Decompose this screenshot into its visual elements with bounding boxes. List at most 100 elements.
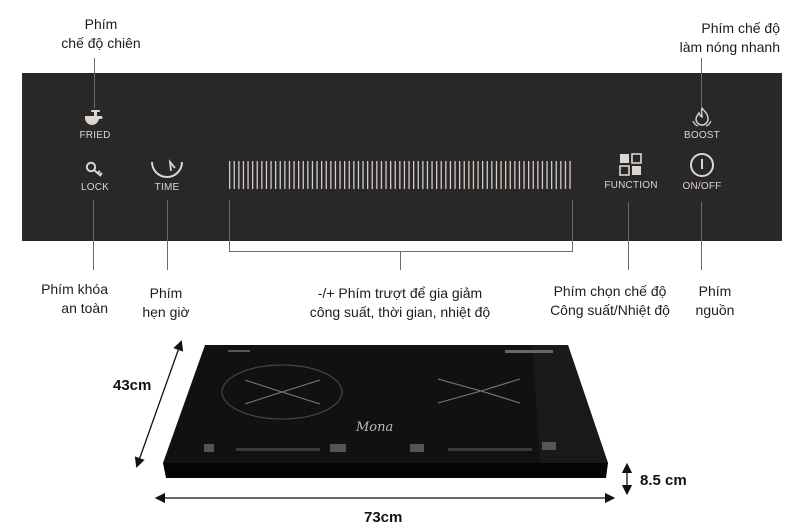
slider-tick xyxy=(495,161,498,189)
slider-tick xyxy=(270,161,272,189)
slider-tick xyxy=(514,161,516,189)
slider-tick xyxy=(509,161,511,189)
slider-bracket-right xyxy=(572,200,573,252)
boost-button[interactable]: BOOST xyxy=(677,107,727,141)
slider-tick xyxy=(445,161,447,189)
callout-slider-line1: -/+ Phím trượt để gia giảm xyxy=(317,285,483,301)
fried-button[interactable]: FRIED xyxy=(70,109,120,141)
slider-tick xyxy=(265,161,268,189)
slider-tick xyxy=(491,161,493,189)
power-icon xyxy=(690,153,714,177)
slider-tick xyxy=(316,161,318,189)
leader-boost xyxy=(701,58,702,108)
slider-tick xyxy=(288,161,291,189)
slider-tick xyxy=(385,161,387,189)
slider-tick xyxy=(560,161,562,189)
slider-tick xyxy=(293,161,295,189)
slider-tick xyxy=(334,161,337,189)
slider-tick xyxy=(275,161,277,189)
slider-tick xyxy=(459,161,461,189)
slider-tick xyxy=(431,161,433,189)
slider-tick xyxy=(551,161,553,189)
callout-lock-line2: an toàn xyxy=(61,300,108,316)
flame-icon xyxy=(692,107,712,127)
leader-slider xyxy=(400,252,401,270)
callout-slider: -/+ Phím trượt để gia giảm công suất, th… xyxy=(265,284,535,322)
slider-tick xyxy=(440,161,442,189)
callout-lock-line1: Phím khóa xyxy=(41,281,108,297)
cooktop-glass xyxy=(163,345,608,478)
slider-tick xyxy=(528,161,530,189)
slider-tick xyxy=(339,161,341,189)
slider-tick xyxy=(353,161,355,189)
leader-fried xyxy=(94,58,95,108)
callout-function-line1: Phím chọn chế độ xyxy=(553,283,667,299)
slider-tick xyxy=(454,161,456,189)
slider-tick xyxy=(500,161,502,189)
frying-pan-icon xyxy=(85,110,103,125)
power-slider[interactable] xyxy=(228,161,574,189)
slider-tick xyxy=(426,161,429,189)
slider-tick xyxy=(523,161,525,189)
boost-label: BOOST xyxy=(683,130,720,141)
leader-power xyxy=(701,202,702,270)
timer-icon xyxy=(151,159,183,178)
time-button[interactable]: TIME xyxy=(142,159,192,193)
slider-tick xyxy=(367,161,369,189)
slider-tick xyxy=(413,161,415,189)
slider-tick xyxy=(403,161,406,189)
callout-power: Phím nguồn xyxy=(680,282,750,320)
slider-tick xyxy=(256,161,258,189)
product-logo: Mona xyxy=(356,420,394,435)
onoff-label: ON/OFF xyxy=(682,181,722,192)
callout-boost-line2: làm nóng nhanh xyxy=(679,39,780,55)
control-panel: FRIED LOCK TIME FUNCTION xyxy=(22,73,782,241)
grid-icon xyxy=(619,153,642,176)
slider-tick xyxy=(261,161,263,189)
slider-tick xyxy=(348,161,350,189)
slider-tick xyxy=(242,161,245,189)
slider-tick xyxy=(537,161,539,189)
callout-time-line2: hẹn giờ xyxy=(142,304,190,320)
lock-button[interactable]: LOCK xyxy=(70,161,120,193)
depth-label: 43cm xyxy=(113,377,152,394)
function-label: FUNCTION xyxy=(604,180,658,191)
slider-tick xyxy=(357,161,360,189)
slider-tick xyxy=(330,161,332,189)
slider-tick xyxy=(376,161,378,189)
width-label: 73cm xyxy=(364,509,403,526)
time-label: TIME xyxy=(154,182,180,193)
slider-tick xyxy=(482,161,484,189)
slider-tick xyxy=(311,161,314,189)
slider-tick xyxy=(422,161,424,189)
slider-tick xyxy=(555,161,557,189)
slider-tick xyxy=(233,161,235,189)
callout-fried-line1: Phím xyxy=(84,16,118,32)
slider-tick xyxy=(284,161,286,189)
leader-function xyxy=(628,202,629,270)
key-icon xyxy=(85,161,103,177)
slider-tick xyxy=(307,161,309,189)
slider-tick xyxy=(546,161,548,189)
function-button[interactable]: FUNCTION xyxy=(599,153,663,191)
fried-label: FRIED xyxy=(79,130,111,141)
slider-tick xyxy=(394,161,396,189)
leader-time xyxy=(167,200,168,270)
depth-arrow xyxy=(134,340,184,468)
callout-fried-line2: chế độ chiên xyxy=(61,35,141,51)
callout-time: Phím hẹn giờ xyxy=(118,284,214,322)
power-button[interactable]: ON/OFF xyxy=(677,152,727,192)
leader-lock xyxy=(93,200,94,270)
lock-label: LOCK xyxy=(80,182,110,193)
slider-tick xyxy=(247,161,249,189)
slider-tick xyxy=(229,161,231,189)
slider-tick xyxy=(302,161,304,189)
slider-tick xyxy=(532,161,534,189)
slider-tick xyxy=(436,161,438,189)
slider-tick xyxy=(463,161,465,189)
slider-tick xyxy=(408,161,410,189)
slider-tick xyxy=(371,161,373,189)
callout-lock: Phím khóa an toàn xyxy=(10,280,108,318)
slider-tick xyxy=(417,161,419,189)
